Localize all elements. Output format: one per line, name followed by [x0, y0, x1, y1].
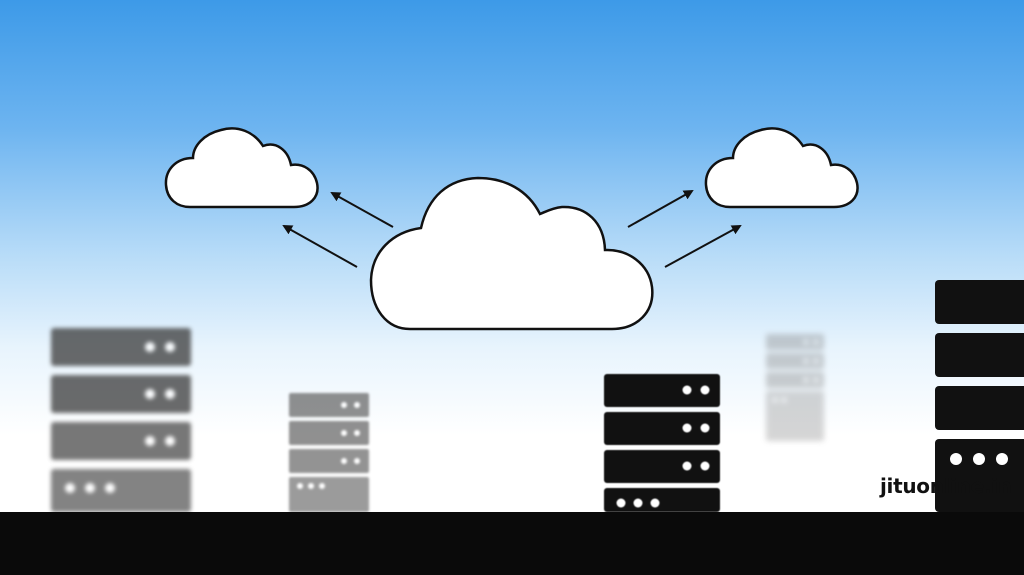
arrow-icon — [282, 225, 358, 268]
illustration-canvas — [51, 127, 1024, 512]
arrow-icon — [627, 190, 694, 228]
server-rack-icon — [935, 280, 1024, 512]
arrow-icon — [330, 192, 394, 228]
cloud-icon — [369, 176, 654, 331]
server-rack-icon — [604, 374, 720, 512]
server-rack-icon — [766, 334, 824, 441]
server-rack-icon — [51, 328, 191, 512]
arrow-icon — [664, 225, 742, 268]
arrows-group — [282, 190, 742, 268]
footer-bar — [0, 512, 1024, 575]
illustration-scene: jituonline.in — [0, 0, 1024, 512]
watermark-text: jituonline.in — [880, 474, 1012, 498]
server-rack-icon — [289, 393, 369, 512]
cloud-icon — [704, 127, 859, 209]
cloud-icon — [164, 127, 319, 209]
